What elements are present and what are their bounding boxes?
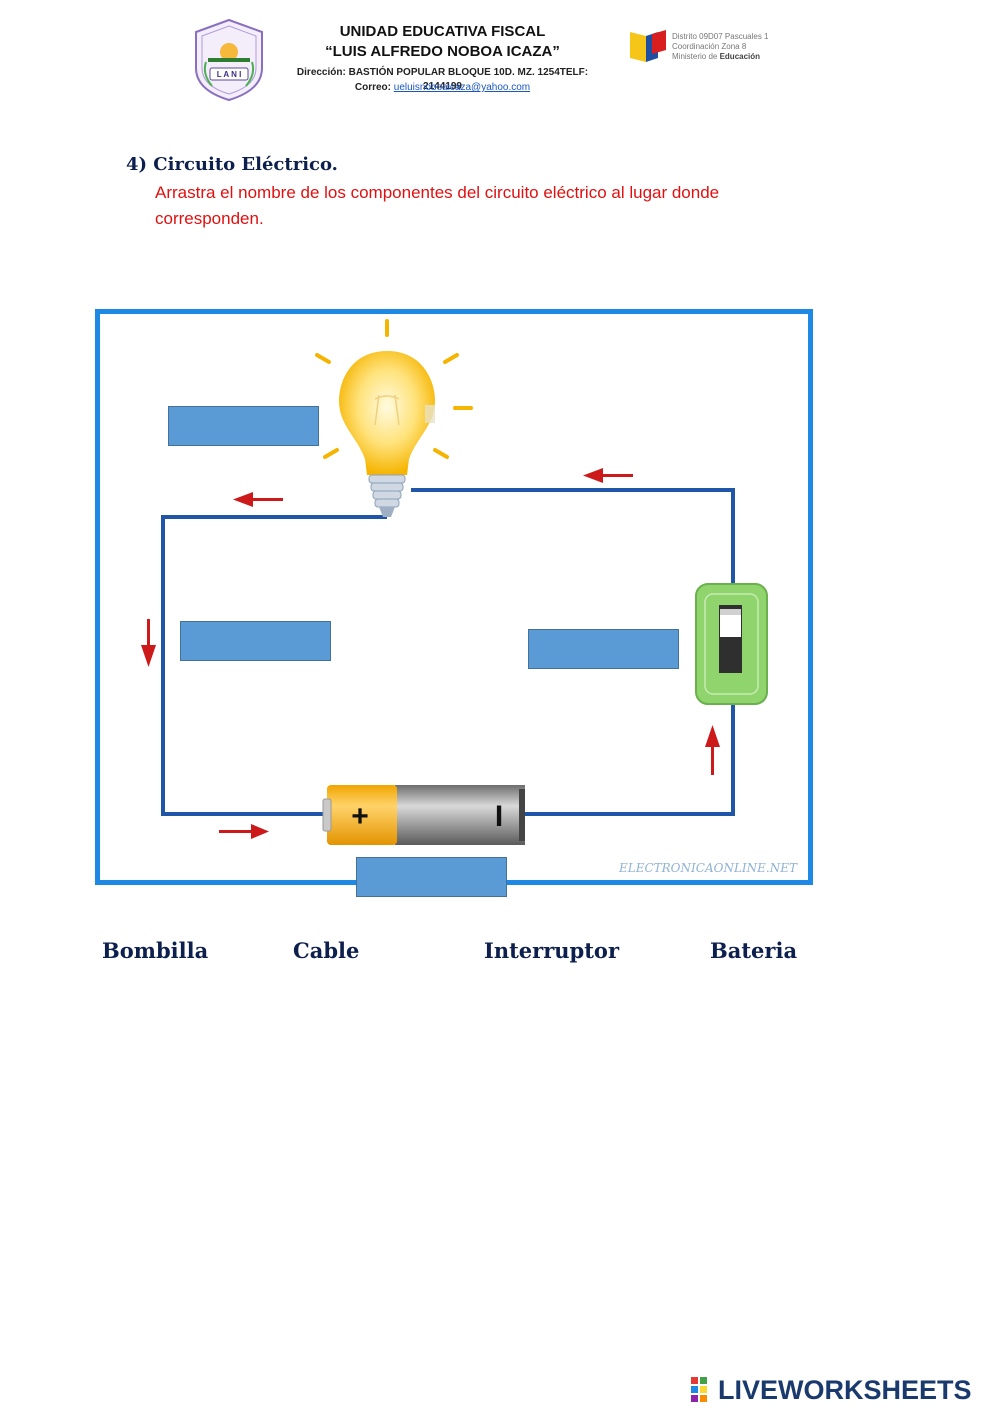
current-arrow-left xyxy=(141,619,156,667)
light-bulb-icon xyxy=(315,319,473,517)
current-arrow-top-right xyxy=(583,468,633,483)
email-label: Correo: xyxy=(354,82,391,93)
email-link[interactable]: ueluisnoboaicaza@yahoo.com xyxy=(393,82,531,93)
liveworksheets-logo: LIVEWORKSHEETS xyxy=(690,1374,972,1406)
word-cable[interactable]: Cable xyxy=(293,938,360,963)
ministry-prefix: Ministerio de xyxy=(672,52,720,61)
logo-text: L A N I xyxy=(217,70,242,79)
question-instruction: Arrastra el nombre de los componentes de… xyxy=(155,183,720,228)
drop-box-bateria[interactable] xyxy=(356,857,507,897)
drop-box-bombilla[interactable] xyxy=(168,406,319,446)
school-name: UNIDAD EDUCATIVA FISCAL “LUIS ALFREDO NO… xyxy=(280,22,605,62)
circuit-wire xyxy=(161,488,735,816)
ministry-logo-icon xyxy=(628,28,668,64)
school-email-line: Correo: ueluisnoboaicaza@yahoo.com xyxy=(280,82,605,93)
drop-box-interruptor[interactable] xyxy=(528,629,679,669)
ministry-text: Distrito 09D07 Pascuales 1 Coordinación … xyxy=(672,32,769,62)
liveworksheets-brand: LIVEWORKSHEETS xyxy=(718,1374,972,1405)
current-arrow-bottom xyxy=(219,824,269,839)
current-arrow-top-left xyxy=(233,492,283,507)
battery-minus-label: I xyxy=(495,800,503,833)
switch-icon xyxy=(695,583,768,705)
ministry-line-3: Ministerio de Educación xyxy=(672,52,769,62)
school-line-1: UNIDAD EDUCATIVA FISCAL xyxy=(339,23,546,40)
watermark: ELECTRONICAONLINE.NET xyxy=(618,861,798,875)
school-line-2: “LUIS ALFREDO NOBOA ICAZA” xyxy=(325,43,560,60)
drop-box-cable[interactable] xyxy=(180,621,331,661)
word-interruptor[interactable]: Interruptor xyxy=(484,938,620,963)
school-address: Dirección: BASTIÓN POPULAR BLOQUE 10D. M… xyxy=(296,67,589,92)
question-title: 4) Circuito Eléctrico. xyxy=(126,154,338,175)
school-logo: L A N I xyxy=(192,18,266,102)
word-bateria[interactable]: Bateria xyxy=(710,938,798,963)
circuit-diagram: + I ELECTRONICAONLINE.NET xyxy=(95,309,813,885)
current-arrow-right xyxy=(705,725,720,775)
ministry-line-2: Coordinación Zona 8 xyxy=(672,42,747,51)
word-bombilla[interactable]: Bombilla xyxy=(102,938,209,963)
battery-plus-label: + xyxy=(351,800,369,833)
ministry-bold: Educación xyxy=(719,52,761,61)
ministry-line-1: Distrito 09D07 Pascuales 1 xyxy=(672,32,769,41)
liveworksheets-icon xyxy=(691,1377,707,1402)
battery-icon: + I xyxy=(322,785,525,845)
